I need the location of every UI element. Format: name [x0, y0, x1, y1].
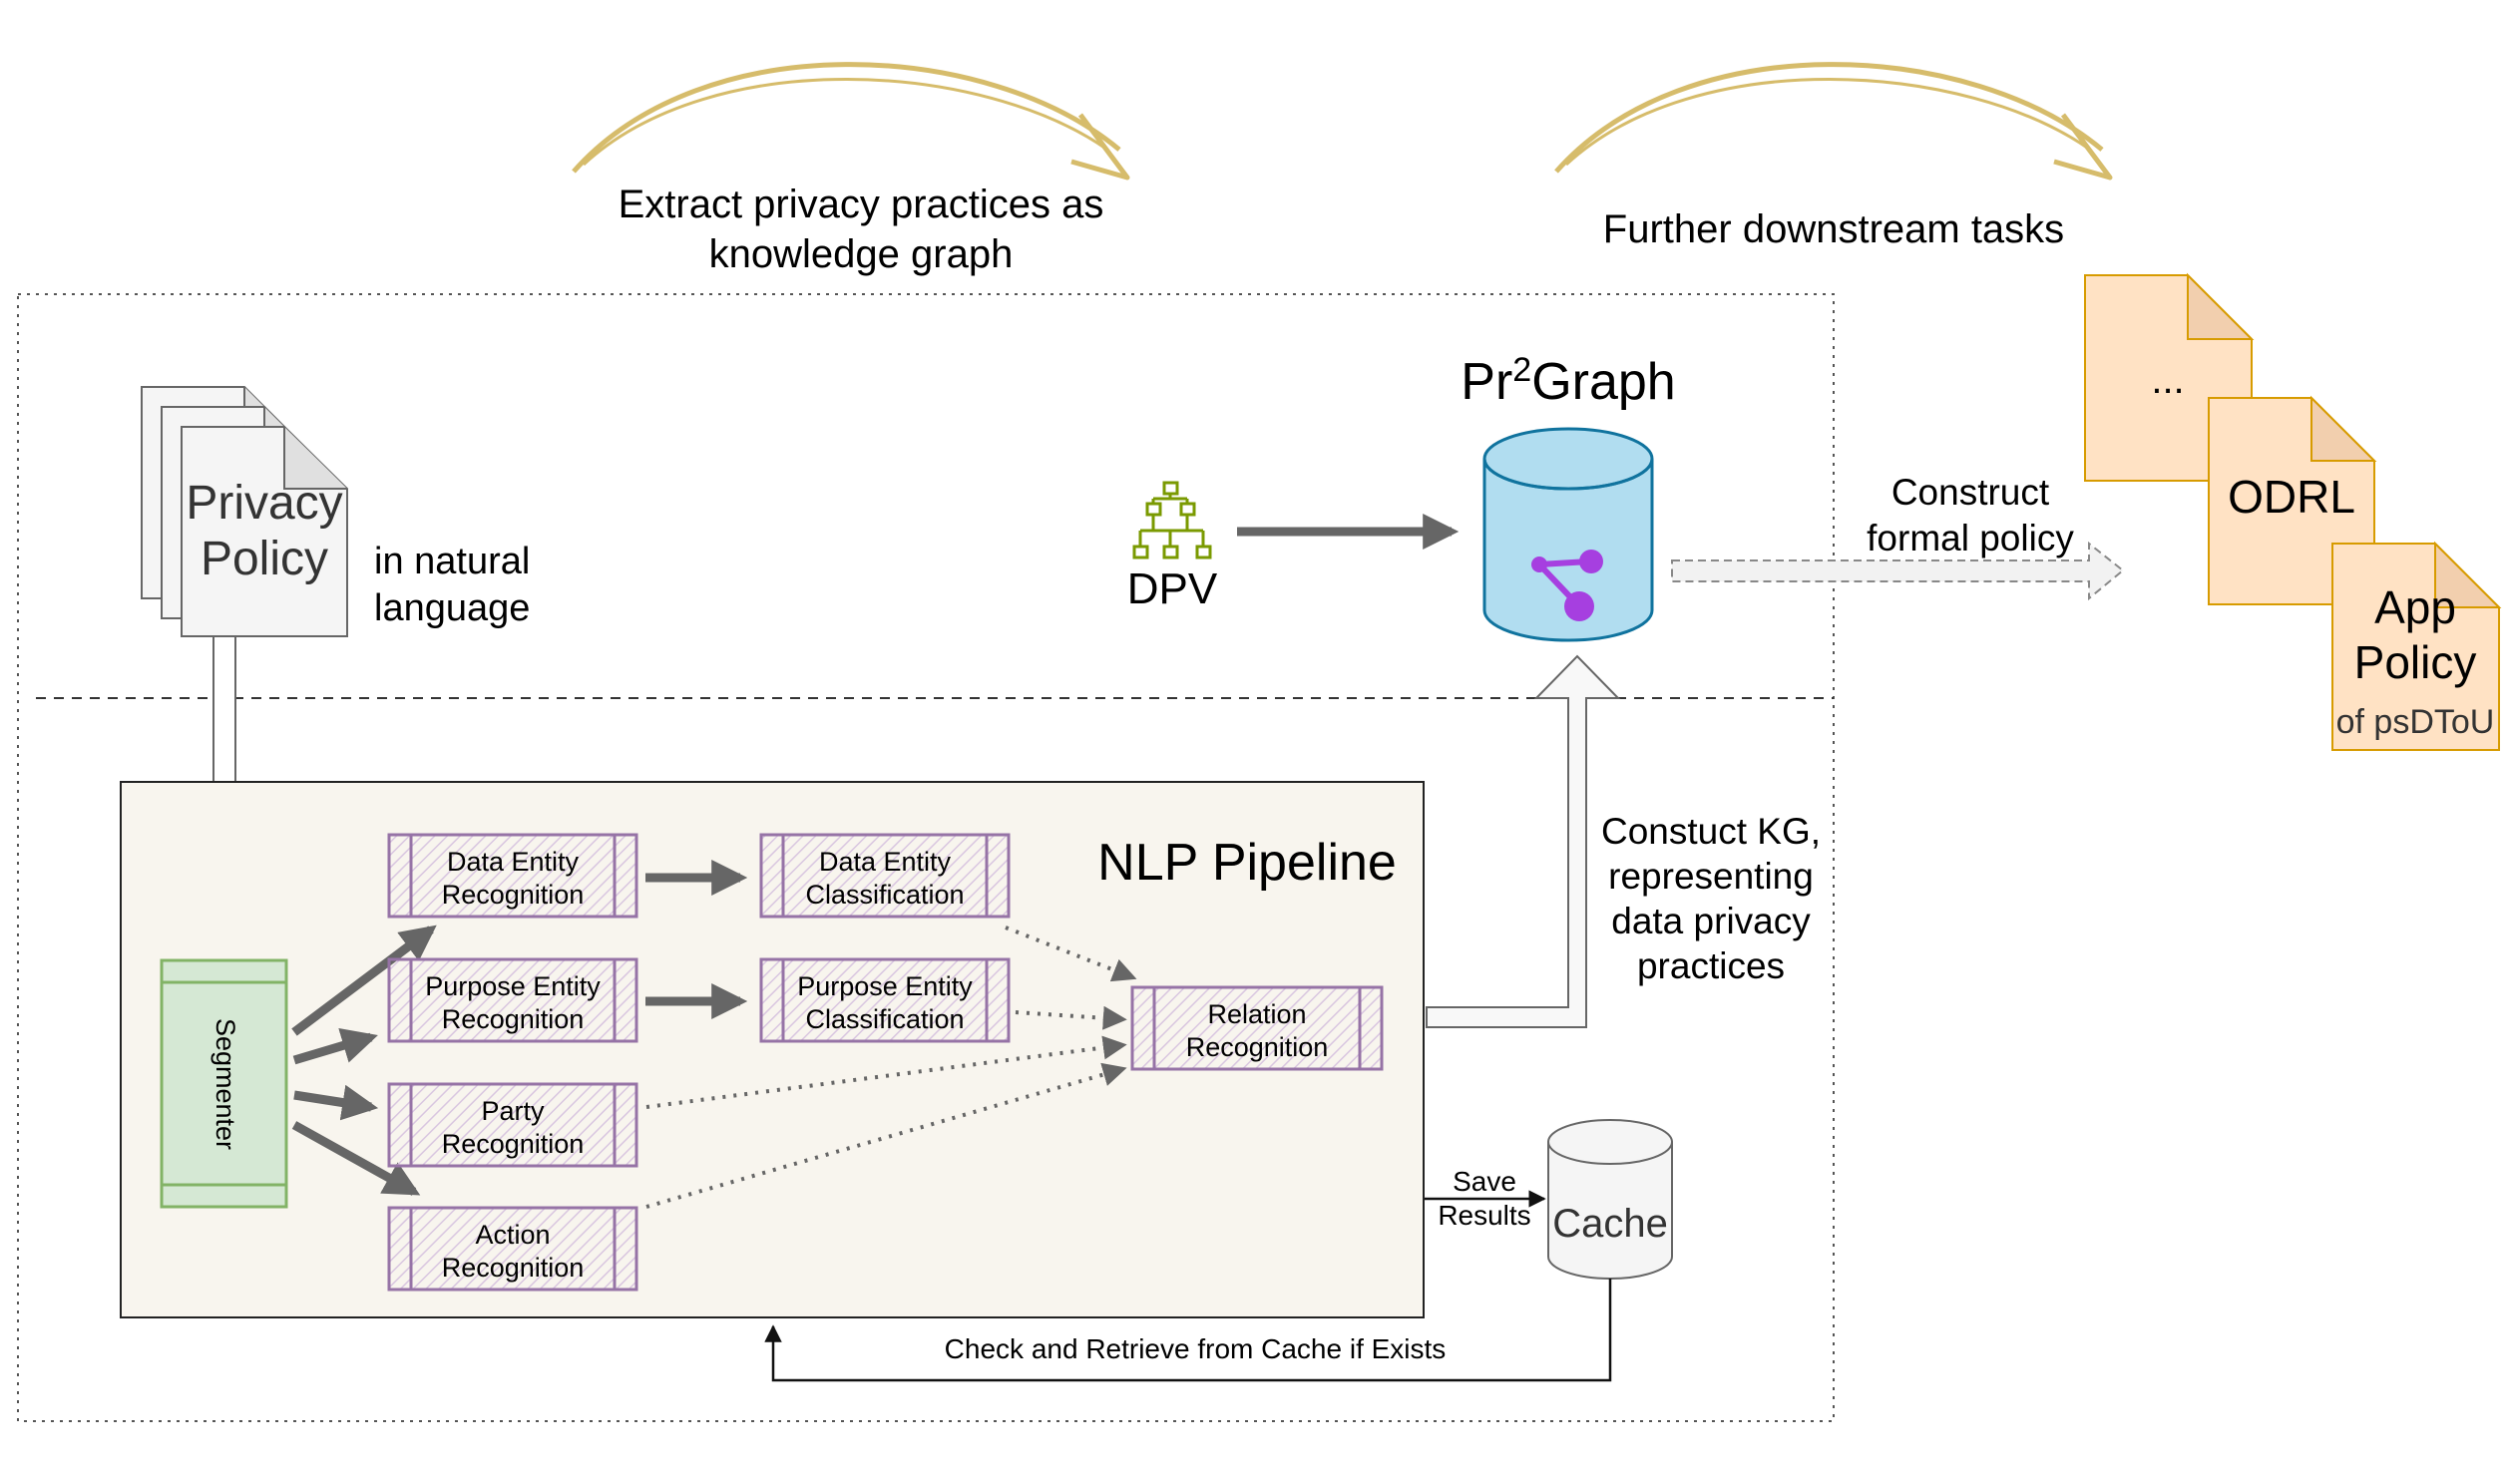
pr2graph-title: Pr2Graph — [1461, 351, 1675, 411]
action-recognition-label-2: Recognition — [442, 1253, 585, 1283]
downstream-caption: Further downstream tasks — [1603, 207, 2064, 251]
app-policy-label: App — [2374, 581, 2456, 633]
data-entity-recognition-node — [387, 833, 638, 919]
segmenter-label: Segmenter — [210, 1018, 240, 1150]
action-recognition-label: Action — [475, 1220, 550, 1250]
document-stack-icon — [141, 386, 348, 637]
purpose-entity-classification-node — [759, 957, 1011, 1043]
construct-kg-label-2: representing — [1608, 856, 1814, 897]
save-results-label: Save — [1453, 1166, 1516, 1197]
party-recognition-label: Party — [481, 1096, 545, 1126]
construct-kg-label-3: data privacy — [1611, 901, 1811, 941]
purpose-entity-recognition-node — [387, 957, 638, 1043]
curved-arrow-icon — [572, 62, 1130, 181]
construct-kg-label-4: practices — [1637, 945, 1785, 986]
segmenter-node — [160, 958, 288, 1209]
data-entity-recognition-label-2: Recognition — [442, 880, 585, 910]
dpv-label: DPV — [1127, 564, 1218, 613]
natural-language-note: in natural — [374, 541, 530, 582]
construct-policy-label: Construct — [1891, 472, 2050, 513]
relation-recognition-label: Relation — [1207, 999, 1306, 1029]
action-recognition-node — [387, 1206, 638, 1292]
hierarchy-icon — [1132, 481, 1212, 559]
cache-label: Cache — [1552, 1202, 1668, 1246]
purpose-entity-recognition-label: Purpose Entity — [425, 971, 601, 1001]
relation-input-arrows — [645, 926, 1137, 1209]
extract-caption-2: knowledge graph — [709, 232, 1014, 276]
extract-caption: Extract privacy practices as — [619, 183, 1104, 226]
database-icon — [1482, 427, 1654, 642]
privacy-policy-title-2: Policy — [201, 533, 328, 585]
purpose-entity-classification-label-2: Classification — [805, 1004, 964, 1034]
purpose-entity-recognition-label-2: Recognition — [442, 1004, 585, 1034]
odrl-label: ODRL — [2228, 471, 2355, 523]
construct-policy-label-2: formal policy — [1867, 518, 2074, 558]
app-policy-document — [2331, 541, 2502, 751]
construct-kg-arrow — [1426, 654, 1621, 1028]
cache-icon — [1547, 1119, 1673, 1280]
construct-kg-label: Constuct KG, — [1601, 811, 1821, 852]
ellipsis-document-label: ... — [2151, 358, 2184, 402]
party-recognition-node — [387, 1082, 638, 1168]
relation-recognition-label-2: Recognition — [1186, 1032, 1329, 1062]
party-recognition-label-2: Recognition — [442, 1129, 585, 1159]
classification-arrows — [645, 860, 748, 1019]
nlp-pipeline-title: NLP Pipeline — [1097, 834, 1397, 892]
relation-recognition-node — [1130, 985, 1384, 1071]
save-results-label-2: Results — [1438, 1200, 1530, 1231]
retrieve-from-cache-arrow — [764, 1279, 1612, 1382]
data-entity-recognition-label: Data Entity — [447, 847, 580, 877]
construct-policy-arrow — [1671, 541, 2125, 601]
data-entity-classification-label-2: Classification — [805, 880, 964, 910]
graph-icon — [1531, 550, 1603, 621]
data-entity-classification-label: Data Entity — [819, 847, 952, 877]
system-frame — [17, 293, 1835, 1422]
natural-language-note-2: language — [374, 587, 530, 629]
privacy-policy-title: Privacy — [186, 477, 342, 530]
data-entity-classification-node — [759, 833, 1011, 919]
curved-arrow-icon — [1554, 62, 2113, 181]
retrieve-from-cache-label: Check and Retrieve from Cache if Exists — [945, 1333, 1447, 1364]
purpose-entity-classification-label: Purpose Entity — [797, 971, 973, 1001]
app-policy-sub: of psDToU — [2336, 703, 2495, 741]
app-policy-label-2: Policy — [2354, 636, 2477, 688]
segmenter-arrows — [291, 925, 437, 1196]
